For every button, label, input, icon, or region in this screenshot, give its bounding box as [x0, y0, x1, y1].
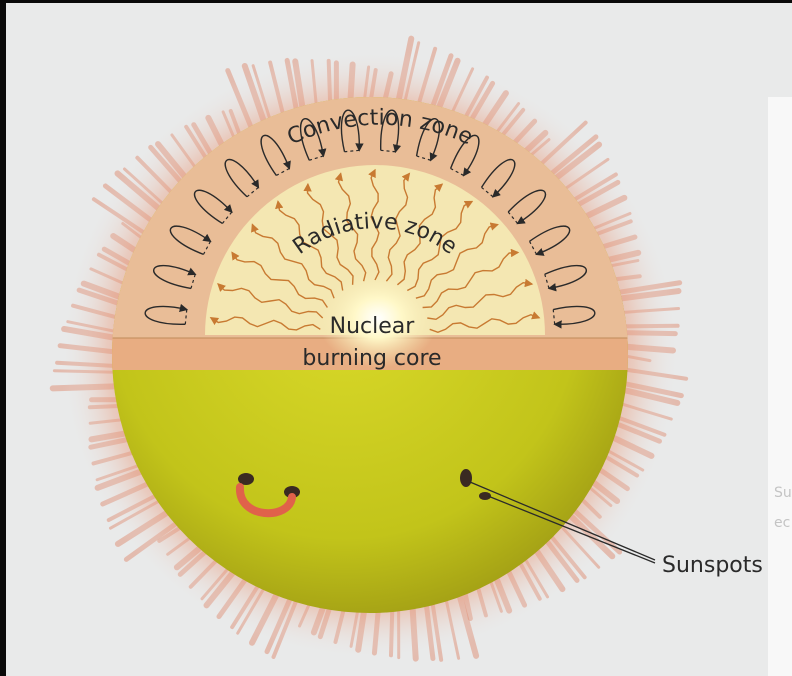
- core-label-line2: burning core: [302, 346, 441, 371]
- core-label-line1: Nuclear: [330, 314, 416, 339]
- sunspot: [460, 469, 472, 487]
- sunspots-label: Sunspots: [662, 553, 763, 578]
